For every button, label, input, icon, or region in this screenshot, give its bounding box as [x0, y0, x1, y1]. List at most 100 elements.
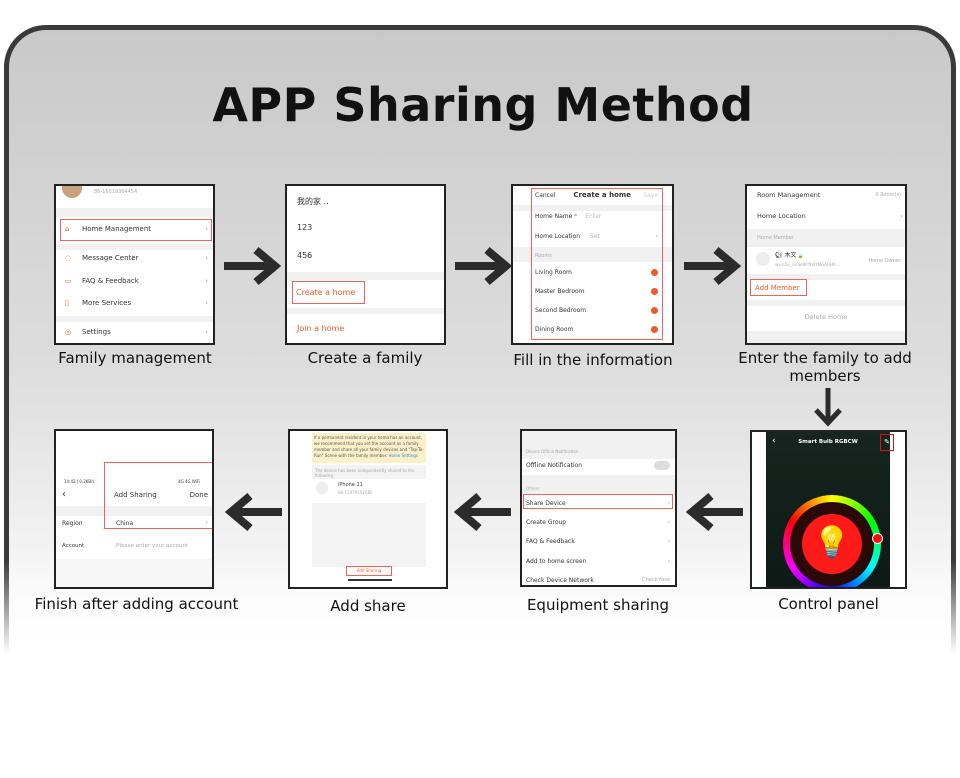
menu-faq[interactable]: ▭FAQ & Feedback› — [65, 277, 208, 285]
save-button[interactable]: Save — [643, 191, 658, 199]
room-item[interactable]: Second Bedroom — [513, 301, 672, 319]
arrow-right-icon — [224, 246, 282, 286]
home-settings-link[interactable]: Home Settings — [388, 453, 419, 458]
shared-note: The device has been independently shared… — [312, 465, 426, 479]
home-name-field[interactable]: Home Name *Enter — [535, 212, 602, 220]
done-button[interactable]: Done — [189, 491, 208, 499]
highlight-box — [750, 279, 807, 296]
menu-settings[interactable]: ◎Settings› — [65, 328, 208, 336]
back-icon[interactable]: ‹ — [772, 436, 776, 446]
step-label: Fill in the information — [513, 351, 673, 369]
screenshot-family-management: 86-15019364454 ⌂Home Management› ◌Messag… — [54, 184, 215, 345]
share-device-row[interactable]: Share Device› — [526, 499, 670, 507]
arrow-down-icon — [814, 388, 842, 427]
add-sharing-title: Add Sharing — [114, 491, 157, 499]
bulb-power-button[interactable]: 💡 — [802, 514, 862, 574]
screenshot-control-panel: ‹ Smart Bulb RGBCW ✎ 💡 — [750, 430, 907, 589]
region-label: Region — [62, 520, 83, 527]
member-header: Home Member — [757, 235, 794, 241]
rooms-header: Rooms — [535, 253, 552, 259]
create-home-button[interactable]: Create a home — [296, 287, 356, 297]
form-title: Create a home — [573, 191, 631, 199]
avatar — [62, 186, 82, 198]
room-item[interactable]: Living Room — [513, 263, 672, 281]
home-location-row[interactable]: Home Location› — [757, 212, 903, 220]
step-label: Equipment sharing — [526, 596, 670, 614]
home-icon: ⌂ — [65, 225, 70, 233]
arrow-left-icon — [224, 492, 282, 532]
device-id: 86-15079152685 — [338, 490, 373, 495]
device-title: Smart Bulb RGBCW — [798, 439, 858, 445]
highlight-box — [60, 219, 212, 241]
screenshot-add-share: If a permanent resident in your home has… — [288, 429, 448, 589]
faq-row[interactable]: FAQ & Feedback› — [526, 537, 670, 545]
member-name: 🐿 木又🍃 — [775, 252, 804, 259]
arrow-left-icon — [453, 492, 511, 532]
screenshot-equipment-sharing: Device Offline Notification Offline Noti… — [520, 429, 677, 587]
delete-home-button[interactable]: Delete Home — [804, 313, 848, 321]
region-select[interactable]: China — [116, 520, 134, 527]
step-label: Enter the family to add members — [738, 349, 912, 385]
status-icons: 4G 4G WiFi — [178, 479, 200, 484]
offline-notification-row: Offline Notification — [522, 456, 675, 474]
device-name: iPhone 11 — [338, 482, 363, 488]
lightbulb-icon: 💡 — [813, 525, 851, 560]
offline-toggle[interactable] — [654, 460, 670, 470]
create-group-row[interactable]: Create Group› — [526, 518, 670, 526]
step-label: Create a family — [307, 349, 423, 367]
add-home-screen-row[interactable]: Add to home screen› — [526, 557, 670, 565]
highlight-box — [292, 281, 365, 304]
member-id: wx-o5u_sv(ae90Yh4YMGAOH9... — [775, 262, 840, 267]
room-item[interactable]: Master Bedroom — [513, 282, 672, 300]
page-title: APP Sharing Method — [212, 78, 754, 132]
settings-icon: ◎ — [65, 328, 72, 336]
status-bar: 14:43 | 0.2KB/s — [64, 479, 95, 484]
member-role: Home Owner — [868, 258, 901, 264]
cancel-button[interactable]: Cancel — [535, 191, 556, 199]
arrow-right-icon — [684, 246, 742, 286]
home-item[interactable]: 123 — [297, 222, 313, 232]
empty-area — [312, 503, 426, 567]
screenshot-fill-information: Cancel Create a home Save Home Name *Enter… — [511, 184, 674, 345]
step-label: Family management — [58, 349, 212, 367]
room-item[interactable]: Dining Room — [513, 320, 672, 338]
step-label: Control panel — [778, 595, 879, 613]
edit-icon[interactable]: ✎ — [880, 434, 894, 451]
header: Cancel Create a home Save — [513, 186, 672, 204]
color-picker-handle[interactable] — [872, 533, 883, 544]
faq-icon: ▭ — [65, 277, 72, 285]
bookmark-icon: ▯ — [65, 299, 69, 307]
highlight-box — [531, 188, 663, 340]
home-item[interactable]: 我的家 .. — [297, 196, 329, 206]
device-icon — [316, 482, 328, 494]
add-sharing-button[interactable]: Add Sharing — [346, 566, 392, 576]
phone-number: 86-15019364454 — [94, 189, 138, 195]
arrow-right-icon — [455, 246, 513, 286]
section-header: Others — [526, 486, 540, 491]
menu-home-management[interactable]: ⌂Home Management› — [65, 225, 208, 233]
notice-banner: If a permanent resident in your home has… — [312, 433, 426, 463]
add-member-button[interactable]: Add Member — [755, 284, 800, 292]
step-label: Add share — [330, 597, 406, 615]
screenshot-create-family: 我的家 .. 123 456 Create a home Join a home — [285, 184, 446, 345]
menu-more-services[interactable]: ▯More Services› — [65, 299, 208, 307]
highlight-box — [104, 462, 212, 529]
home-item[interactable]: 456 — [297, 250, 313, 260]
account-label: Account — [62, 543, 85, 549]
section-header: Device Offline Notification — [526, 449, 579, 454]
back-icon[interactable]: ‹ — [62, 489, 66, 500]
account-input[interactable]: Please enter your account — [116, 543, 189, 549]
step-label: Finish after adding account — [34, 595, 239, 613]
menu-message-center[interactable]: ◌Message Center› — [65, 254, 208, 262]
message-icon: ◌ — [65, 254, 72, 262]
arrow-left-icon — [685, 492, 743, 532]
screenshot-finish: 14:43 | 0.2KB/s 4G 4G WiFi ‹ Add Sharing… — [54, 429, 214, 589]
member-avatar — [756, 252, 770, 266]
highlight-box — [523, 494, 673, 509]
home-indicator — [348, 579, 392, 581]
join-home-button[interactable]: Join a home — [297, 323, 345, 333]
